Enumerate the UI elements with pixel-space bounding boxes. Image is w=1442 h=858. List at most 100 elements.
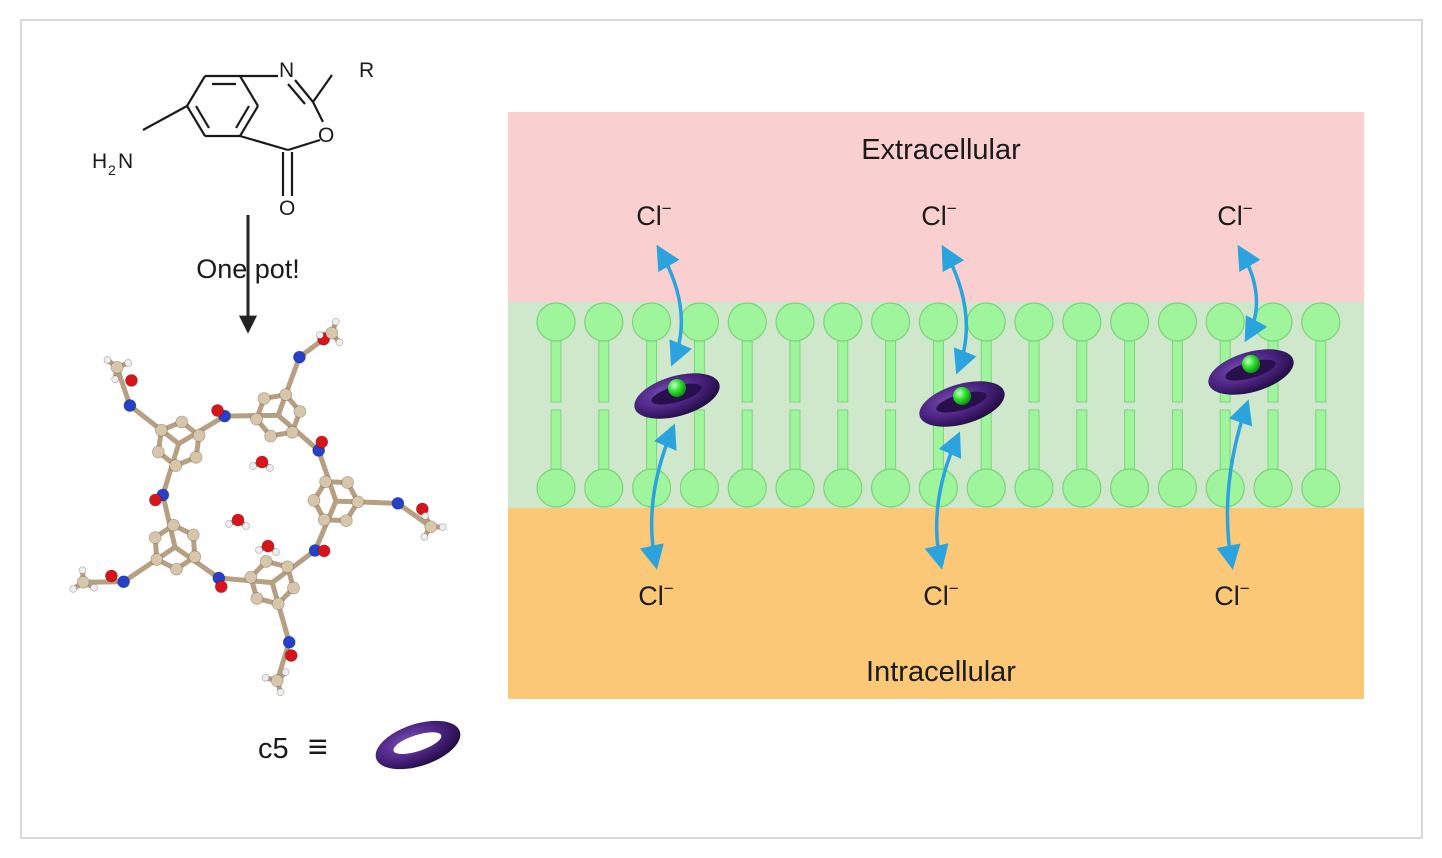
lipid-bottom (775, 409, 815, 508)
macrocycle-atom (111, 375, 120, 384)
macrocycle-atom (335, 338, 344, 347)
macrocycle-atom (90, 583, 98, 592)
atom-r: R (359, 59, 374, 82)
lipid-top (584, 302, 624, 403)
macrocycle-atom (438, 523, 447, 532)
step-label: One pot! (196, 254, 300, 284)
macrocycle-atom (279, 388, 293, 402)
macrocycle-atom (255, 455, 269, 469)
macrocycle-atom (169, 459, 183, 472)
macrocycle-atom (316, 331, 324, 339)
c5-equivalence: c5 ≡ (258, 720, 461, 770)
macrocycle-bond (127, 403, 182, 447)
lipid-top (1109, 302, 1150, 403)
macrocycle-atom (351, 495, 365, 509)
macrocycle-atom (76, 575, 90, 589)
macrocycle-atom (266, 464, 274, 472)
macrocycle-atom (170, 562, 183, 576)
extracellular-label: Extracellular (861, 134, 1021, 166)
macrocycle-atom (105, 569, 118, 583)
macrocycle-bond (176, 413, 228, 447)
lipid-bottom (1014, 409, 1054, 508)
macrocycle-atom (272, 548, 280, 556)
transport-unit: Cl−Cl− (919, 199, 1005, 611)
macrocycle-bond (160, 441, 182, 498)
lipid-bottom (1301, 409, 1341, 508)
macrocycle-bond (275, 354, 302, 418)
macrocycle-bond (222, 412, 281, 419)
macrocycle-atom (424, 520, 438, 534)
macrocycle-atoms (69, 317, 447, 697)
lipid-top (536, 302, 576, 403)
lipid-bottom (536, 409, 576, 508)
macrocycle-atom (148, 531, 162, 544)
chloride-ion (953, 387, 971, 405)
extracellular-region (508, 112, 1364, 304)
macrocycle-atom (284, 649, 298, 662)
macrocycle-model (69, 317, 447, 697)
membrane-diagram: Extracellular Intracellular Cl−Cl−Cl−Cl−… (508, 112, 1364, 699)
macrocycle-atom (281, 560, 294, 574)
lipid-bottom (1109, 409, 1150, 508)
macrocycle-atom (242, 522, 250, 530)
transport-arrow-upper (941, 244, 977, 375)
macrocycle-atom (188, 550, 202, 564)
lipid-top (870, 302, 911, 403)
c5-label: c5 (258, 733, 289, 765)
lipid-top (966, 302, 1006, 403)
macrocycle-atom (270, 674, 284, 688)
macrocycle-bond (121, 544, 178, 585)
macrocycle-atom (285, 425, 299, 439)
macrocycle-atom (125, 374, 138, 387)
macrocycle-atom (307, 493, 321, 507)
macrocycle-atom (123, 399, 137, 412)
transport-unit: Cl−Cl− (634, 199, 720, 611)
lipid-top (727, 302, 767, 403)
macrocycle-bond (160, 492, 178, 550)
lipid-bottom (870, 409, 911, 508)
reaction-arrow: One pot! (170, 215, 320, 334)
lipid-bottom (679, 409, 720, 508)
macrocycle-atom (167, 518, 180, 532)
macrocycle-atom (103, 356, 112, 364)
atom-h-subscript: 2 (108, 162, 116, 178)
macrocycle-bond (333, 498, 401, 506)
chloride-ion (668, 379, 686, 397)
macrocycle-atom (261, 539, 275, 553)
macrocycle-bond (316, 447, 339, 504)
macrocycle-atom (214, 580, 228, 594)
macrocycle-atom (293, 405, 307, 418)
macrocycle-bond (395, 500, 434, 530)
macrocycle-atom (225, 520, 233, 528)
macrocycle-atom (319, 475, 333, 489)
macrocycle-atom (315, 435, 329, 449)
macrocycle-atom (325, 326, 339, 340)
macrocycle-bond (312, 498, 339, 554)
macrocycle-atom (339, 514, 353, 527)
lipid-top (1157, 302, 1198, 403)
macrocycle-atom (78, 566, 87, 575)
lipid-top (1062, 302, 1102, 403)
macrocycle-bond (269, 548, 318, 586)
macrocycle-atom (317, 513, 331, 527)
atom-o-carbonyl: O (279, 197, 295, 220)
macrocycle-atom (264, 429, 278, 443)
macrocycle-atom (69, 584, 78, 593)
macrocycle-bond (269, 580, 292, 645)
macrocycle-atom (341, 476, 355, 489)
lipid-bottom (823, 409, 863, 508)
atom-o-ring: O (318, 124, 334, 147)
lipid-bottom (1253, 409, 1293, 508)
benzoxazinone-structure: N R O O H 2 N (92, 59, 374, 220)
macrocycle-atom (250, 592, 264, 605)
atom-h: H (92, 150, 107, 173)
lipid-top (775, 302, 815, 403)
macrocycle-atom (259, 555, 273, 568)
transporters: Cl−Cl−Cl−Cl−Cl−Cl− (634, 199, 1294, 611)
macrocycle-atom (261, 673, 270, 682)
macrocycle-atom (148, 493, 162, 507)
macrocycle-bond (114, 364, 133, 409)
transport-arrow-lower (1216, 399, 1253, 570)
amine-group: H 2 N (92, 150, 133, 178)
macrocycle-atom (249, 462, 257, 470)
